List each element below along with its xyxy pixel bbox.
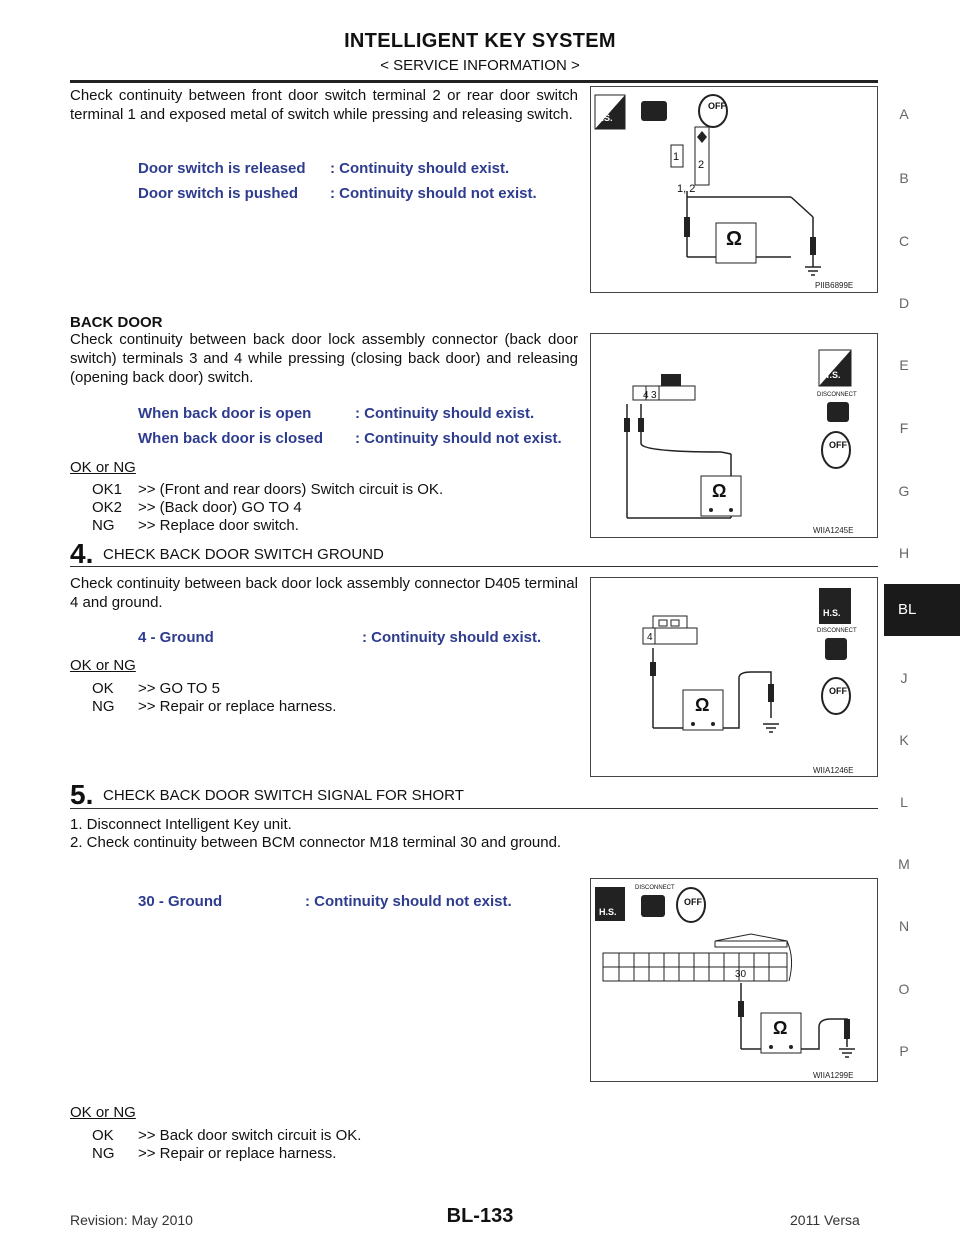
- sidebar-letter-c[interactable]: C: [898, 233, 910, 249]
- page-title: INTELLIGENT KEY SYSTEM: [344, 30, 616, 52]
- result-code: NG: [92, 1145, 115, 1162]
- footer-revision: Revision: May 2010: [70, 1212, 193, 1228]
- condition-label: 30 - Ground: [138, 893, 223, 910]
- sidebar-letter-o[interactable]: O: [898, 981, 910, 997]
- header-rule: [70, 80, 878, 83]
- bcm-connector-diagram: [595, 887, 855, 1058]
- hs-badge-label: H.S.: [599, 907, 617, 917]
- terminal-label: 3: [651, 390, 657, 401]
- figure-back-door-switch: 4 3 Ω T.S. DISCONNECT OFF WIIA1245E: [590, 333, 878, 538]
- sidebar-letter-a[interactable]: A: [899, 106, 909, 122]
- off-key-label: OFF: [829, 440, 847, 450]
- front-door-switch-diagram: [594, 94, 821, 276]
- result-text: >> (Back door) GO TO 4: [138, 499, 302, 516]
- figure-front-door-switch: T.S. OFF 1 2 1, 2 Ω PIIB6899E: [590, 86, 878, 293]
- procedure-item: 1. Disconnect Intelligent Key unit.: [70, 816, 292, 833]
- section-breadcrumb: < SERVICE INFORMATION >: [380, 57, 580, 74]
- condition-value: : Continuity should exist.: [330, 160, 510, 177]
- ohmmeter-symbol: Ω: [695, 695, 710, 715]
- result-text: >> Repair or replace harness.: [138, 1145, 337, 1162]
- step-number: 4.: [70, 538, 94, 569]
- figure-back-door-ground: 4 Ω H.S. DISCONNECT OFF WIIA1246E: [590, 577, 878, 777]
- sidebar-tab-bl[interactable]: BL: [884, 584, 960, 636]
- result-code: OK1: [92, 481, 123, 498]
- procedure-item: 2. Check continuity between BCM connecto…: [70, 834, 562, 851]
- condition-value: : Continuity should not exist.: [305, 893, 512, 910]
- result-text: >> (Front and rear doors) Switch circuit…: [138, 481, 444, 498]
- hs-badge-label: H.S.: [823, 608, 841, 618]
- ok-ng-label: OK or NG: [70, 1104, 136, 1121]
- sidebar-letter-j[interactable]: J: [900, 670, 908, 686]
- terminal-label: 1: [673, 151, 680, 163]
- sidebar-letter-m[interactable]: M: [898, 856, 910, 872]
- ok-ng-label: OK or NG: [70, 459, 136, 476]
- result-code: NG: [92, 517, 115, 534]
- result-text: >> Repair or replace harness.: [138, 698, 337, 715]
- condition-value: : Continuity should exist.: [362, 629, 542, 646]
- sidebar-letter-e[interactable]: E: [899, 357, 909, 373]
- result-code: OK: [92, 1127, 114, 1144]
- condition-label: When back door is closed: [138, 430, 324, 447]
- result-text: >> Replace door switch.: [138, 517, 299, 534]
- terminal-label: 1, 2: [677, 183, 696, 195]
- back-door-instruction: Check continuity between back door lock …: [70, 331, 578, 386]
- step-title: CHECK BACK DOOR SWITCH GROUND: [103, 546, 384, 563]
- condition-label: Door switch is pushed: [138, 185, 299, 202]
- ts-badge-label: T.S.: [597, 113, 613, 123]
- terminal-label: 4: [643, 390, 649, 401]
- figure-bcm-connector: H.S. DISCONNECT OFF 30 Ω WIIA1299E: [590, 878, 878, 1082]
- step-number: 5.: [70, 779, 94, 810]
- step-rule: [70, 808, 878, 809]
- sidebar-letter-f[interactable]: F: [899, 420, 909, 436]
- sidebar-letter-l[interactable]: L: [900, 794, 908, 810]
- ok-ng-label: OK or NG: [70, 657, 136, 674]
- ts-badge-label: T.S.: [825, 370, 841, 380]
- sidebar-letter-g[interactable]: G: [898, 483, 910, 499]
- sidebar-letter-k[interactable]: K: [899, 732, 909, 748]
- back-door-ground-diagram: [642, 588, 851, 733]
- ohmmeter-symbol: Ω: [773, 1018, 788, 1038]
- off-key-label: OFF: [708, 101, 726, 111]
- front-door-instruction: Check continuity between front door swit…: [70, 87, 578, 123]
- condition-value: : Continuity should exist.: [355, 405, 535, 422]
- condition-label: When back door is open: [138, 405, 312, 422]
- condition-value: : Continuity should not exist.: [330, 185, 537, 202]
- back-door-switch-diagram: [624, 349, 852, 519]
- footer-model: 2011 Versa: [790, 1212, 860, 1228]
- off-key-label: OFF: [829, 686, 847, 696]
- ohmmeter-symbol: Ω: [712, 481, 727, 501]
- terminal-label: 30: [735, 969, 747, 980]
- ohmmeter-symbol: Ω: [726, 228, 743, 250]
- disconnect-label: DISCONNECT: [817, 628, 857, 634]
- page-number: BL-133: [446, 1205, 514, 1227]
- condition-label: 4 - Ground: [138, 629, 214, 646]
- result-text: >> GO TO 5: [138, 680, 220, 697]
- condition-value: : Continuity should not exist.: [355, 430, 562, 447]
- result-code: NG: [92, 698, 115, 715]
- off-key-label: OFF: [684, 897, 702, 907]
- figure-code: WIIA1299E: [813, 1071, 854, 1080]
- sidebar-letter-h[interactable]: H: [898, 545, 910, 561]
- step4-instruction: Check continuity between back door lock …: [70, 575, 578, 611]
- figure-code: PIIB6899E: [815, 281, 854, 290]
- terminal-label: 2: [698, 159, 705, 171]
- condition-label: Door switch is released: [138, 160, 306, 177]
- sidebar-letter-d[interactable]: D: [898, 295, 910, 311]
- back-door-heading: BACK DOOR: [70, 314, 163, 331]
- disconnect-label: DISCONNECT: [635, 885, 675, 891]
- sidebar-letter-n[interactable]: N: [898, 918, 910, 934]
- sidebar-letter-p[interactable]: P: [899, 1043, 909, 1059]
- figure-code: WIIA1246E: [813, 766, 854, 775]
- sidebar-letter-b[interactable]: B: [899, 170, 909, 186]
- result-text: >> Back door switch circuit is OK.: [138, 1127, 362, 1144]
- disconnect-label: DISCONNECT: [817, 392, 857, 398]
- terminal-label: 4: [647, 632, 653, 643]
- step-title: CHECK BACK DOOR SWITCH SIGNAL FOR SHORT: [103, 787, 464, 804]
- result-code: OK: [92, 680, 114, 697]
- result-code: OK2: [92, 499, 123, 516]
- figure-code: WIIA1245E: [813, 526, 854, 535]
- step-rule: [70, 566, 878, 567]
